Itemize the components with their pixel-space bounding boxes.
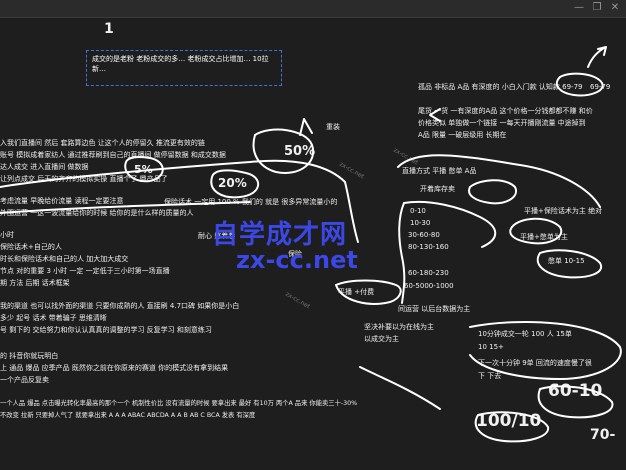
left-line-12: 我的渠道 也可以找外面的渠道 只要你成熟的人 直接刷 4.7口碑 如果你是小白: [0, 302, 240, 310]
ink-renzhi-oval: [555, 72, 604, 97]
ink-circle-20: [210, 169, 259, 199]
right-line-16: 下 下去: [478, 372, 502, 380]
ink-arrow-top: [587, 46, 607, 68]
ink-curve-1: [0, 159, 346, 188]
right-line-2: 尾货 一货 一有深度的A品 这个价格一分钱都都不赚 和价: [418, 107, 593, 115]
middle-line-4: 保险: [288, 250, 302, 258]
left-line-15: 的 抖音你就玩明白: [0, 352, 59, 360]
middle-line-3: 耐心 憋着卷: [198, 232, 236, 240]
left-line-7: 小时: [0, 231, 14, 239]
left-line-5: 考虑流量 早晚给价流量 读程一定要注意: [0, 197, 124, 205]
ink-top-arc: [397, 154, 601, 208]
right-line-1: 孤品 非标品 A品 有深度的 小白入门款 认知款 69-79: [418, 83, 583, 91]
ink-60-oval: [537, 385, 614, 419]
hand-50pct: 50%: [284, 144, 316, 159]
price-tier-1: 0-10: [410, 207, 426, 215]
left-line-1: 入我们直播间 然后 套路算边色 让这个人的停留久 推流更有效的链: [0, 139, 205, 147]
right-line-9: 平播 +付费: [338, 288, 375, 296]
restore-button[interactable]: ❐: [592, 2, 602, 13]
right-line-14: 10 15+: [478, 343, 504, 351]
ink-bidan2-oval: [536, 249, 603, 279]
minimize-button[interactable]: —: [574, 2, 584, 13]
hand-100-10: 100/10: [476, 411, 542, 431]
watermark-url: zx-cc.net: [236, 246, 358, 274]
hand-bidan: 憋单 10-15: [548, 257, 585, 265]
middle-line-1: 重装: [326, 123, 340, 131]
ink-vertical: [344, 181, 359, 243]
ink-ladder-left: [398, 202, 406, 304]
ink-bidan-oval: [468, 179, 518, 205]
left-line-10: 节点 对的重要 3 小时 一定 一定低于三小时第一场直播: [0, 267, 170, 275]
hand-70: 70-: [590, 427, 616, 443]
price-tier-4: 80-130-160: [408, 243, 449, 251]
left-line-16: 上 通品 爆品 应季产品 既然你之前在你原来的赛道 你的模式没有拿到结果: [0, 364, 229, 372]
right-line-7: 平播+保险话术为主 绝对: [524, 207, 603, 215]
left-line-13: 多少 起号 话术 带着骗子 思维清晰: [0, 314, 107, 322]
hand-69-79: 69-79: [590, 83, 611, 91]
left-line-18: 一个人品 爆品 点击曝光转化率最高的那个一个 机制性价比 没有流量的时候 要拿出…: [0, 400, 358, 407]
left-line-14: 号 剩下的 交给努力和你认认真真的调整的学习 反复学习 和刻意练习: [0, 326, 212, 334]
ink-small-mark: [429, 108, 441, 122]
left-line-11: 期 方法 后期 话术框架: [0, 279, 70, 287]
ink-arrow-diag: [359, 366, 441, 410]
left-line-9: 时长和保险话术和自己的人 加大加大成交: [0, 255, 129, 263]
ink-circle-5: [124, 156, 164, 183]
right-line-4: A品 限量 一破层级用 长期在: [418, 131, 507, 139]
right-line-5: 直播方式 平播 憋单 A品: [402, 167, 477, 175]
ink-curve-2: [0, 201, 251, 214]
price-tier-2: 10-30: [410, 219, 431, 227]
left-line-6: 外围运营 一这一波流量给你的时候 给你的是什么样的质量的人: [0, 209, 194, 217]
close-button[interactable]: ✕: [610, 2, 620, 13]
left-line-8: 保险话术+自己的人: [0, 243, 62, 251]
right-line-15: 下一次十分钟 9单 回流的速度慢了很: [478, 359, 592, 367]
page-number: 1: [104, 21, 114, 37]
right-line-10: 间运营 以后台数据为主: [398, 305, 471, 313]
left-line-2: 账号 模拟成着家纺人 通过推荐刷到自己的直播间 做停留数据 和成交数据: [0, 151, 226, 159]
price-tier-6: 60-5000-1000: [404, 282, 454, 290]
whiteboard-canvas[interactable]: 1 成交的是老粉 老粉成交的多… 老粉成交占比增加… 10拉新… 入我们直播间 …: [0, 17, 626, 470]
left-line-17: 一个产品反复卖: [0, 376, 49, 384]
right-line-11: 坚决补要以为在线为主: [364, 323, 434, 331]
ink-strokes: [0, 46, 622, 443]
price-tier-3: 30-60-80: [408, 231, 440, 239]
ink-right-bracket: [469, 320, 622, 380]
right-line-12: 以成交为主: [364, 335, 399, 343]
window-titlebar: — ❐ ✕: [0, 0, 626, 18]
selected-text-box[interactable]: 成交的是老粉 老粉成交的多… 老粉成交占比增加… 10拉新…: [86, 50, 282, 86]
left-line-4: 让列点成交 后天的齐齐的模拟实操 直播个了 鼎产品了: [0, 175, 168, 183]
ink-ladder-right: [403, 201, 497, 248]
left-line-19: 不改变 拉新 只要掉人气了 就要拿出来 A A A ABAC ABCDA A A…: [0, 412, 256, 419]
right-line-8: 平播+憋单为主: [520, 233, 568, 241]
left-line-3: 达人成交 进入直播间 做数据: [0, 163, 89, 171]
ink-pingbo-oval: [509, 217, 563, 245]
price-tier-5: 60-180-230: [408, 269, 449, 277]
ink-100-oval: [474, 411, 550, 443]
ink-circle-50: [252, 128, 315, 174]
hand-20pct: 20%: [218, 176, 247, 190]
ink-pay-oval: [335, 279, 402, 305]
watermark-title: 自学成才网: [212, 220, 348, 250]
right-line-3: 价格类似 单独做一个链接 一每天开播刚流量 中途掉到: [418, 119, 586, 127]
right-line-13: 10分钟成交一轮 100 人 15单: [478, 330, 572, 338]
ink-caret: [299, 118, 313, 136]
right-line-6: 开着库存卖: [420, 185, 455, 193]
